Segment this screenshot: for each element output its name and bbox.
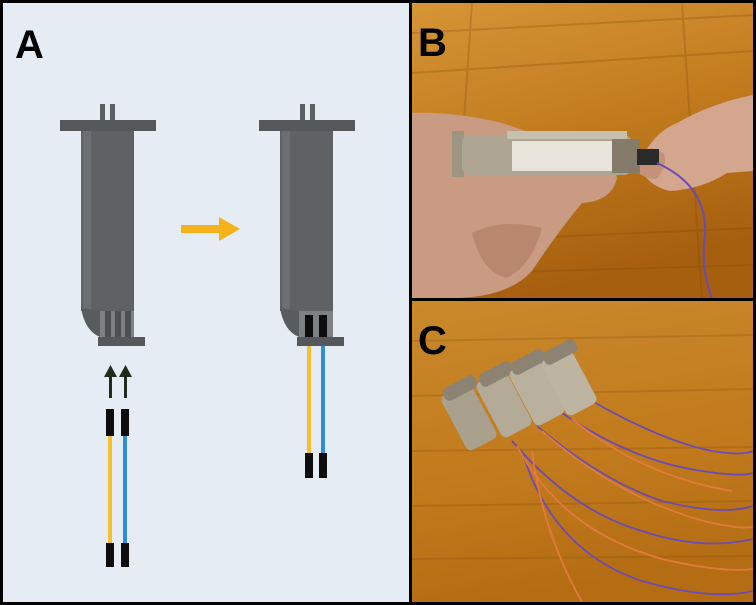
up-arrow-icon bbox=[104, 365, 132, 398]
panel-c-photo: C bbox=[412, 301, 753, 602]
device-4 bbox=[541, 339, 597, 416]
panel-label-b: B bbox=[418, 21, 447, 65]
panel-label-a: A bbox=[15, 23, 44, 67]
housing-before bbox=[60, 104, 156, 346]
loose-wire-pair bbox=[106, 409, 129, 567]
panel-label-c: C bbox=[418, 319, 447, 363]
panel-b-photo: B bbox=[412, 3, 753, 298]
housing-after bbox=[259, 104, 355, 478]
panel-a-schematic: A bbox=[3, 3, 409, 602]
device-2 bbox=[476, 361, 532, 438]
right-arrow-icon bbox=[181, 217, 240, 241]
device-1 bbox=[441, 375, 497, 451]
photo-devices-on-table bbox=[412, 301, 753, 602]
photo-device-in-hands bbox=[412, 3, 753, 298]
schematic-drawing bbox=[60, 104, 355, 567]
device-3 bbox=[509, 349, 565, 426]
